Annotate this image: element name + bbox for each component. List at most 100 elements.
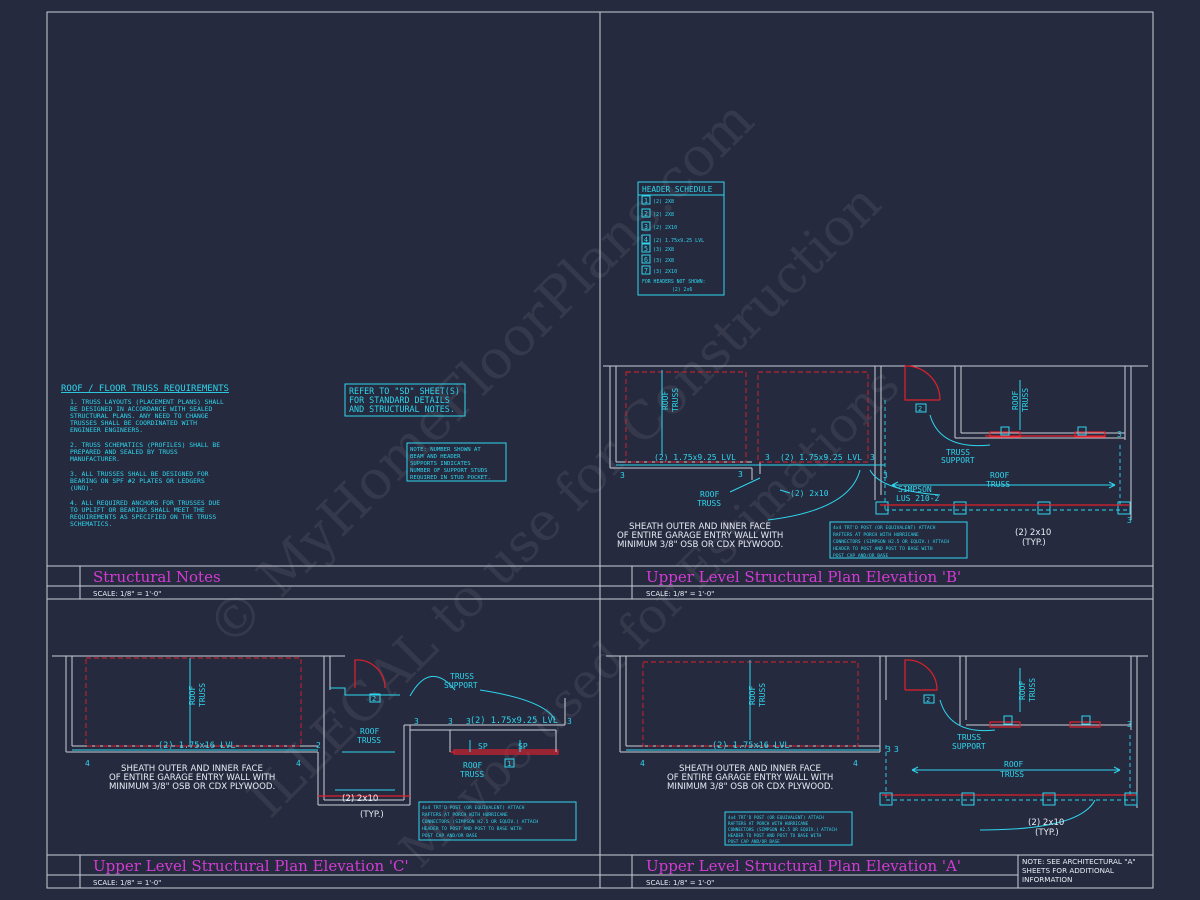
refer-line3: AND STRUCTURAL NOTES. bbox=[349, 404, 455, 414]
a-lvl16: (2) 1.75x16 LVL bbox=[712, 741, 790, 751]
c-num-4a: 4 bbox=[85, 759, 90, 768]
number-note-line3: SUPPORTS INDICATES bbox=[410, 461, 471, 467]
b-num-3c: 3 bbox=[765, 453, 770, 462]
schedule-num: 6 bbox=[644, 256, 648, 264]
a-num-3b: 3 bbox=[894, 745, 899, 754]
scale-b: SCALE: 1/8" = 1'-0" bbox=[646, 590, 714, 598]
b-sheath-1: SHEATH OUTER AND INNER FACE bbox=[629, 522, 771, 532]
b-num-3f: 3 bbox=[1117, 430, 1122, 439]
schedule-spec: (2) 2X8 bbox=[653, 212, 674, 218]
see-note-line2: SHEETS FOR ADDITIONAL bbox=[1022, 866, 1114, 875]
refer-sd-note: REFER TO "SD" SHEET(S) FOR STANDARD DETA… bbox=[344, 383, 466, 417]
note-2-line2: PREPARED AND SEALED BY TRUSS bbox=[70, 448, 178, 456]
b-post-1: 4x4 TRT'D POST (OR EQUIVALENT) ATTACH bbox=[833, 525, 936, 531]
see-note-line1: NOTE: SEE ARCHITECTURAL "A" bbox=[1022, 857, 1136, 866]
b-sheath-2: OF ENTIRE GARAGE ENTRY WALL WITH bbox=[617, 531, 783, 541]
a-truss-h: TRUSS bbox=[1000, 770, 1024, 779]
note-1-line2: BE DESIGNED IN ACCORDANCE WITH SEALED bbox=[70, 405, 213, 413]
header-schedule-title: HEADER SCHEDULE bbox=[642, 185, 713, 194]
c-truss-support-1: TRUSS bbox=[450, 672, 474, 681]
note-4-line2: TO UPLIFT OR BEARING SHALL MEET THE bbox=[70, 506, 205, 514]
c-lvl925: (2) 1.75x9.25 LVL bbox=[470, 716, 558, 726]
c-post-3: CONNECTORS (SIMPSON H2.5 OR EQUIV.) ATTA… bbox=[422, 819, 538, 825]
a-num-4b: 4 bbox=[853, 759, 858, 768]
scale-a: SCALE: 1/8" = 1'-0" bbox=[646, 879, 714, 887]
number-support-note: NOTE: NUMBER SHOWN AT BEAM AND HEADER SU… bbox=[406, 442, 507, 482]
c-post-note: 4x4 TRT'D POST (OR EQUIVALENT) ATTACH RA… bbox=[418, 801, 577, 841]
b-roof-truss-h1: ROOF bbox=[700, 490, 719, 499]
number-note-line4: NUMBER OF SUPPORT STUDS bbox=[410, 468, 487, 474]
schedule-spec: (3) 2X8 bbox=[653, 258, 674, 264]
b-roof-truss-v2: TRUSS bbox=[671, 388, 680, 412]
note-3-line3: (UNO). bbox=[70, 484, 93, 492]
b-2x10: (2) 2x10 bbox=[790, 489, 829, 498]
c-post-5: POST CAP AND/OR BASE bbox=[422, 833, 478, 839]
b-lvl-mid: (2) 1.75x9.25 LVL bbox=[780, 453, 862, 462]
schedule-footer-2: (2) 2x6 bbox=[672, 287, 692, 293]
schedule-spec: (2) 2X8 bbox=[653, 199, 674, 205]
a-post-3: CONNECTORS (SIMPSON H2.5 OR EQUIV.) ATTA… bbox=[728, 827, 837, 833]
a-roof-v: ROOF bbox=[748, 686, 757, 705]
note-1-line5: ENGINEER ENGINEERS. bbox=[70, 426, 143, 434]
schedule-num: 1 bbox=[644, 197, 648, 205]
b-2x10-typ-1: (2) 2x10 bbox=[1015, 528, 1051, 538]
b-roof-truss-v1: ROOF bbox=[661, 391, 670, 410]
schedule-num: 7 bbox=[644, 267, 648, 275]
c-roof-truss-1: ROOF bbox=[360, 727, 379, 736]
c-sp-2: SP bbox=[518, 742, 528, 751]
title-elevation-b: Upper Level Structural Plan Elevation 'B… bbox=[646, 568, 961, 586]
plan-elevation-c: 2 1 ROOF TRUSS (2) 1.75x16 LVL 4 2 4 3 3… bbox=[52, 655, 577, 841]
c-sp-1: SP bbox=[478, 742, 488, 751]
schedule-num: 3 bbox=[644, 223, 648, 231]
c-roof-truss-3: ROOF bbox=[463, 761, 482, 770]
a-sheath-3: MINIMUM 3/8" OSB OR CDX PLYWOOD. bbox=[667, 782, 833, 792]
a-num-3a: 3 bbox=[886, 745, 891, 754]
a-sheath-1: SHEATH OUTER AND INNER FACE bbox=[679, 764, 821, 774]
b-roof-truss-v3: ROOF bbox=[1011, 391, 1020, 410]
c-num-3c: 3 bbox=[466, 717, 471, 726]
number-note-line5: REQUIRED IN STUD POCKET. bbox=[410, 475, 491, 481]
schedule-row: 6 (3) 2X8 bbox=[641, 254, 674, 264]
see-note-line3: INFORMATION bbox=[1022, 875, 1072, 884]
c-sheath-2: OF ENTIRE GARAGE ENTRY WALL WITH bbox=[109, 773, 275, 783]
refer-line2: FOR STANDARD DETAILS bbox=[349, 395, 450, 405]
c-sheath-1: SHEATH OUTER AND INNER FACE bbox=[121, 764, 263, 774]
b-sheath-3: MINIMUM 3/8" OSB OR CDX PLYWOOD. bbox=[617, 540, 783, 550]
c-header-1: 1 bbox=[507, 760, 511, 768]
a-post-4: HEADER TO POST AND POST TO BASE WITH bbox=[728, 833, 822, 839]
b-num-3g: 3 bbox=[1127, 516, 1132, 525]
schedule-footer-1: FOR HEADERS NOT SHOWN: bbox=[642, 279, 706, 285]
schedule-num: 2 bbox=[644, 210, 648, 218]
a-post-note: 4x4 TRT'D POST (OR EQUIVALENT) ATTACH RA… bbox=[724, 811, 853, 846]
note-2-line1: 2. TRUSS SCHEMATICS (PROFILES) SHALL BE bbox=[70, 441, 220, 449]
b-truss-support-2: SUPPORT bbox=[941, 456, 975, 465]
title-elevation-a: Upper Level Structural Plan Elevation 'A… bbox=[646, 857, 961, 875]
a-2x10: (2) 2x10 bbox=[1028, 818, 1064, 828]
c-truss-support-2: SUPPORT bbox=[444, 681, 478, 690]
b-post-5: POST CAP AND/OR BASE bbox=[833, 553, 889, 559]
see-architectural-note: NOTE: SEE ARCHITECTURAL "A" SHEETS FOR A… bbox=[1022, 857, 1136, 884]
c-post-1: 4x4 TRT'D POST (OR EQUIVALENT) ATTACH bbox=[422, 805, 525, 811]
a-roof-v2: ROOF bbox=[1018, 681, 1027, 700]
title-elevation-c: Upper Level Structural Plan Elevation 'C… bbox=[93, 857, 409, 875]
b-header-2: 2 bbox=[918, 405, 922, 413]
a-num-4a: 4 bbox=[640, 759, 645, 768]
b-post-note: 4x4 TRT'D POST (OR EQUIVALENT) ATTACH RA… bbox=[829, 521, 968, 559]
b-num-3a: 3 bbox=[620, 471, 625, 480]
note-4-line4: SCHEMATICS. bbox=[70, 520, 112, 528]
note-1-line1: 1. TRUSS LAYOUTS (PLACEMENT PLANS) SHALL bbox=[70, 398, 224, 406]
a-truss-support-2: SUPPORT bbox=[952, 742, 986, 751]
b-num-3b: 3 bbox=[738, 470, 743, 479]
b-simpson-2: LUS 210-2 bbox=[896, 494, 940, 503]
c-num-2: 2 bbox=[316, 741, 321, 750]
c-lvl16: (2) 1.75x16 LVL bbox=[158, 741, 236, 751]
a-typ: (TYP.) bbox=[1035, 828, 1059, 838]
a-post-1: 4x4 TRT'D POST (OR EQUIVALENT) ATTACH bbox=[728, 815, 824, 821]
a-post-2: RAFTERS AT PORCH WITH HURRICANE bbox=[728, 821, 809, 827]
title-structural-notes: Structural Notes bbox=[93, 568, 221, 586]
c-num-3b: 3 bbox=[448, 717, 453, 726]
schedule-spec: (2) 1.75x9.25 LVL bbox=[653, 238, 704, 244]
note-2-line3: MANUFACTURER. bbox=[70, 455, 120, 463]
schedule-row: 4 (2) 1.75x9.25 LVL bbox=[641, 234, 704, 244]
watermark: © MyHomeFloorPlans.com ILLEGAL to use fo… bbox=[195, 88, 911, 878]
